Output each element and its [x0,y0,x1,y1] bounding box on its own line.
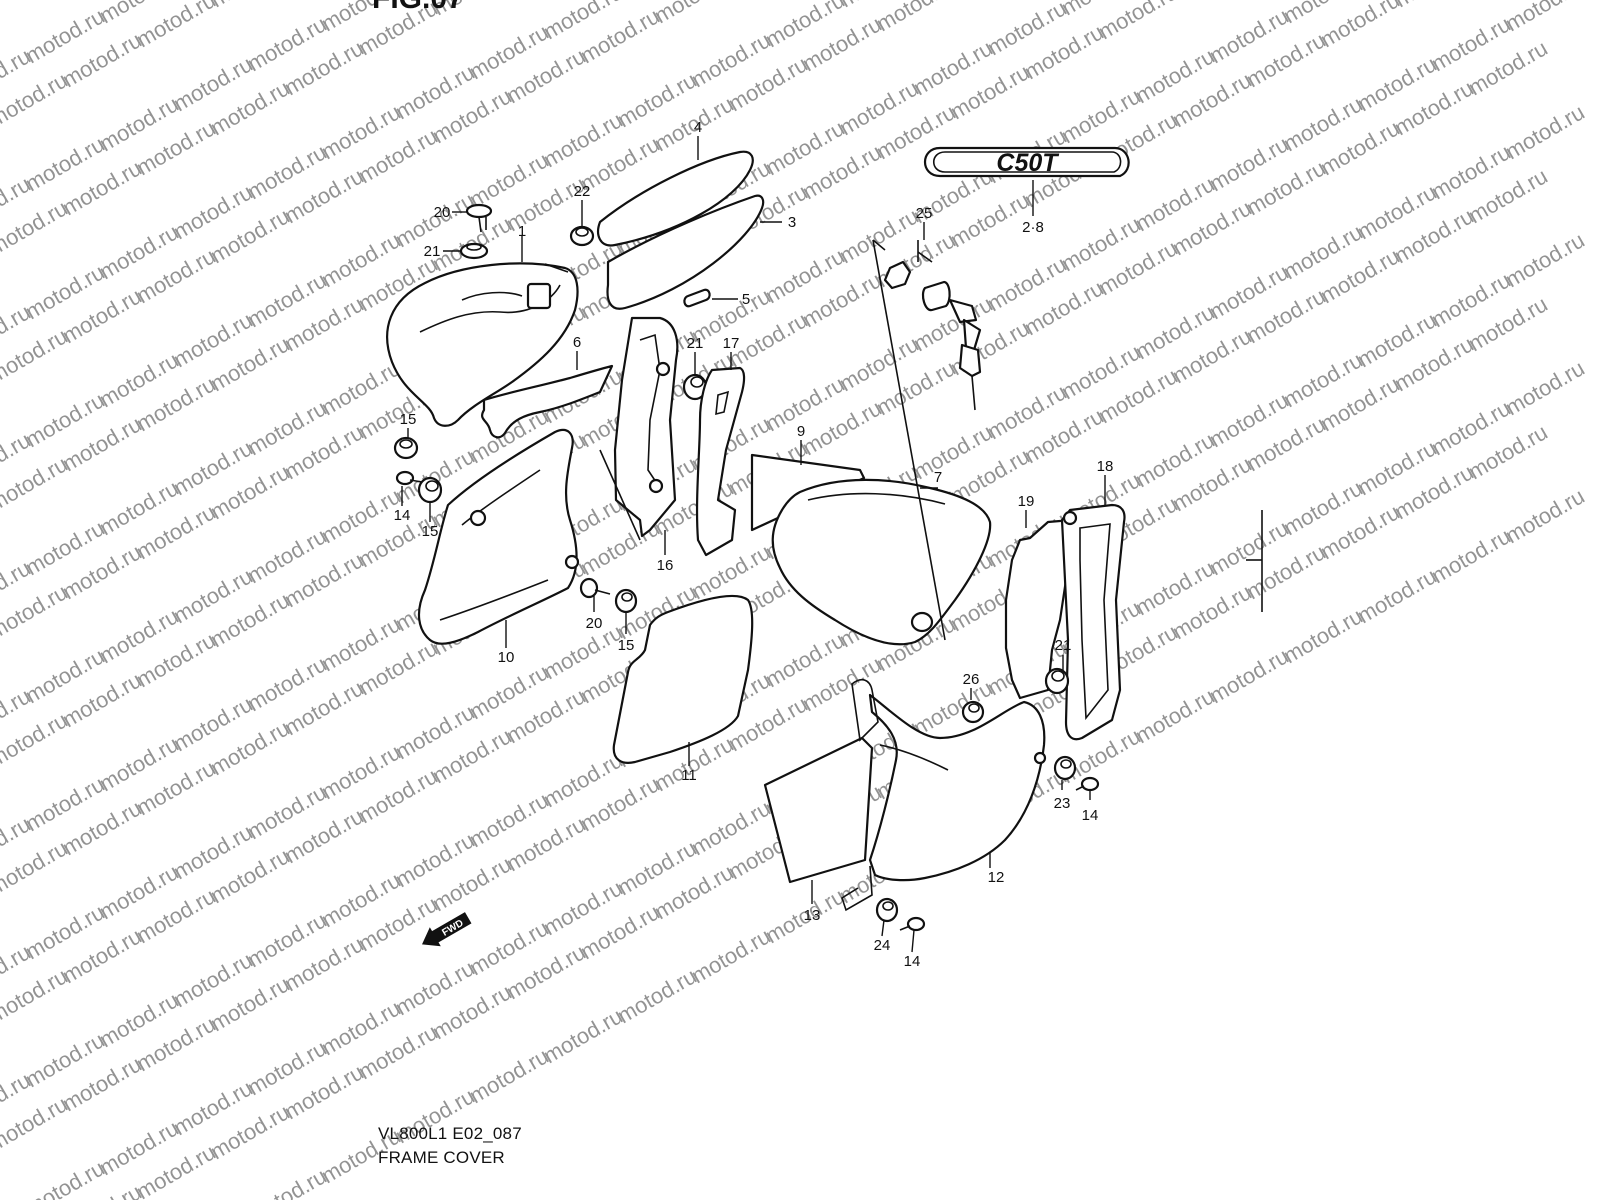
callout-4: 4 [694,119,702,136]
part-15-grommet-b [417,476,443,504]
watermark-text: motod.ru [1168,0,1256,4]
callout-14-b: 14 [1082,807,1099,824]
watermark-text: motod.ru [650,0,738,28]
watermark-text: motod.ru [613,963,701,1028]
part-5-pin [683,288,711,308]
callout-11: 11 [681,767,697,784]
watermark-text: motod.ru [539,1003,627,1068]
part-10-side-cover [417,428,580,645]
callout-12: 12 [988,869,1005,886]
callout-13: 13 [804,907,821,924]
watermark-text: motod.ru [1390,0,1478,12]
callout-25: 25 [916,205,933,222]
watermark-text: motod.ru [21,1155,109,1200]
callout-21: 21 [424,243,441,260]
callout-6: 6 [573,334,581,351]
callout-21-right: 21 [1055,637,1072,654]
part-20-bolt-lower [579,577,611,599]
callout-14-a: 14 [394,507,411,524]
callout-14-c: 14 [904,953,921,970]
part-24-grommet [875,897,899,923]
part-21-grommet-right [1044,667,1070,695]
callout-15-b: 15 [422,523,439,540]
callout-17: 17 [723,335,740,352]
part-15-grommet-a [393,436,419,460]
callout-1: 1 [518,223,526,240]
part-22-grommet [569,225,595,247]
part-14-screw-a [395,470,423,486]
callout-20-lower: 20 [586,615,603,632]
fwd-label: FWD [440,918,465,939]
callout-20: 20 [434,204,451,221]
part-14-screw-c [899,916,926,932]
watermark-text: motod.ru [465,1043,553,1108]
watermark-text: motod.ru [428,0,516,20]
part-17-gasket [695,366,746,557]
part-2-8-emblem: C50T [924,146,1130,178]
callout-9: 9 [797,423,805,440]
callout-23: 23 [1054,795,1071,812]
watermark-text: motod.ru [1279,603,1367,668]
callout-2-8: 2·8 [1022,219,1044,236]
watermark-text: motod.ru [1205,643,1293,708]
callout-7: 7 [934,469,942,486]
watermark-text: motod.ru [1131,683,1219,748]
callout-15-a: 15 [400,411,417,428]
watermark-text: motod.ru [132,0,220,52]
leader-lines [401,136,1106,953]
part-26-grommet [961,700,985,724]
callout-19: 19 [1018,493,1035,510]
callout-18: 18 [1097,458,1114,475]
part-15-grommet-c [614,588,638,614]
callout-22: 22 [574,183,591,200]
part-18-trim [1060,503,1126,741]
watermark-text: motod.ru [1353,563,1441,628]
part-11-pad [612,594,754,764]
callout-5: 5 [742,291,750,308]
callout-3: 3 [788,214,796,231]
callout-16: 16 [657,557,674,574]
part-12-lower-cover [841,678,1047,912]
part-25-lock-set [883,240,982,411]
figure-title: FIG.07 [372,0,464,15]
callout-26: 26 [963,671,980,688]
watermark-text: motod.ru [1094,0,1182,44]
callout-21-mid: 21 [687,335,704,352]
watermark-text: motod.ru [1316,0,1404,52]
part-1-frame-cover [386,262,579,427]
part-6-strip [481,364,614,439]
watermark-text: motod.ru [1501,227,1589,292]
callout-10: 10 [498,649,515,666]
callout-24: 24 [874,937,891,954]
watermark-text: motod.ru [206,0,294,12]
watermark-text: motod.ru [1501,483,1589,548]
callout-labels: 4 22 3 20 21 1 5 6 21 17 25 2·8 15 14 15… [394,119,1114,970]
part-20-bolt [465,203,493,233]
part-16-bracket [599,316,679,541]
part-13-plate [763,736,874,884]
watermark-text: motod.ru [0,0,72,4]
part-23-grommet [1053,755,1077,781]
part-3-decal [606,194,765,310]
model-code: VL800L1 E02_087 [378,1124,522,1143]
diagram-caption: FRAME COVER [378,1148,505,1167]
part-4-decal [597,150,754,247]
part-21-grommet [459,242,489,260]
watermark-text: motod.ru [872,0,960,36]
watermark-text: motod.ru [1501,99,1589,164]
watermark-text: motod.ru [1501,0,1589,36]
watermark-text: motod.ru [1501,355,1589,420]
emblem-text: C50T [996,149,1060,177]
callout-15-c: 15 [618,637,635,654]
watermark-text: motod.ru [687,923,775,988]
watermark-text: motod.ru [1427,523,1515,588]
